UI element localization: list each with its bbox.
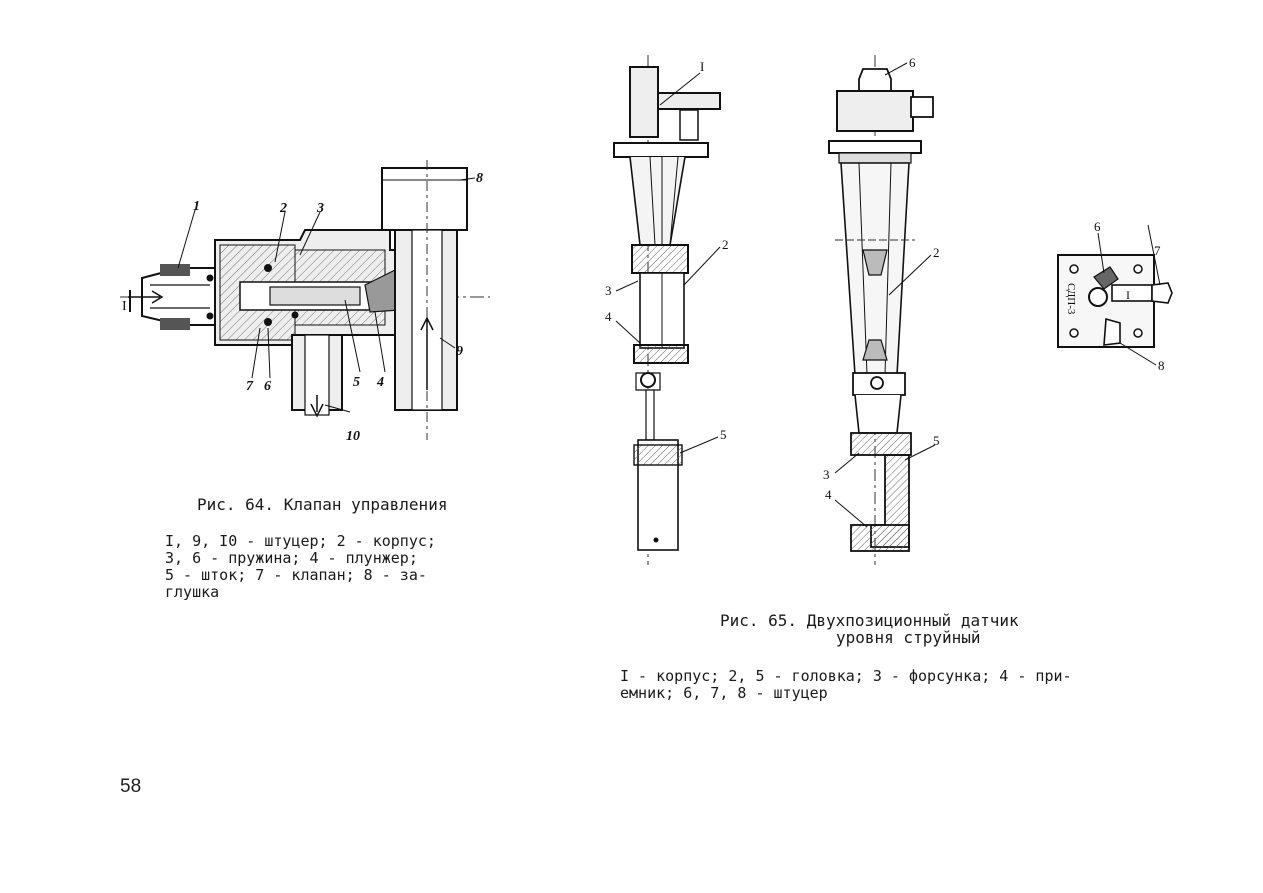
f65-left-callout-2: 2 xyxy=(722,237,729,252)
figure-65-right-view: 6 7 I 8 СДП-3 xyxy=(1050,215,1180,380)
figure-64-caption-line-4: глушка xyxy=(165,583,220,601)
callout-10: 10 xyxy=(346,429,360,444)
figure-65-caption-title-2: уровня струйный xyxy=(836,628,981,647)
figure-64-drawing: 1 2 3 8 9 10 4 5 7 6 I xyxy=(120,150,500,450)
f65-mid-callout-2: 2 xyxy=(933,245,940,260)
f65-right-callout-1: I xyxy=(1126,288,1130,302)
callout-inlet: I xyxy=(122,299,127,314)
figure-65-caption-line-2: емник; 6, 7, 8 - штуцер xyxy=(620,684,828,702)
callout-4: 4 xyxy=(376,375,384,390)
callout-8: 8 xyxy=(476,171,483,186)
callout-5: 5 xyxy=(353,375,360,390)
figure-64-caption-title: Рис. 64. Клапан управления xyxy=(197,495,448,514)
f65-right-callout-8: 8 xyxy=(1158,358,1165,373)
callout-7: 7 xyxy=(246,379,254,394)
figure-64-caption-line-2: 3, 6 - пружина; 4 - плунжер; xyxy=(165,549,418,567)
f65-mid-callout-6: 6 xyxy=(909,55,916,70)
callout-2: 2 xyxy=(279,201,287,216)
f65-left-callout-3: 3 xyxy=(605,283,612,298)
callout-6: 6 xyxy=(264,379,271,394)
f65-left-callout-4: 4 xyxy=(605,309,612,324)
page-number: 58 xyxy=(120,776,142,797)
figure-65-caption-line-1: I - корпус; 2, 5 - головка; 3 - форсунка… xyxy=(620,667,1072,685)
f65-mid-callout-4: 4 xyxy=(825,487,832,502)
figure-64-caption-line-3: 5 - шток; 7 - клапан; 8 - за- xyxy=(165,566,427,584)
figure-65-caption-title-1: Рис. 65. Двухпозиционный датчик xyxy=(720,611,1019,630)
f65-mid-callout-5: 5 xyxy=(933,433,940,448)
f65-right-callout-6: 6 xyxy=(1094,219,1101,234)
callout-1: 1 xyxy=(193,199,200,214)
f65-left-callout-1: I xyxy=(700,59,704,74)
f65-plate-label: СДП-3 xyxy=(1065,283,1077,315)
f65-right-callout-7: 7 xyxy=(1154,243,1161,258)
callout-9: 9 xyxy=(456,344,463,359)
callout-3: 3 xyxy=(316,201,324,216)
f65-left-callout-5: 5 xyxy=(720,427,727,442)
f65-mid-callout-3: 3 xyxy=(823,467,830,482)
figure-65-middle-view: 6 2 5 3 4 xyxy=(815,55,955,565)
figure-65-left-view: I 2 3 4 5 xyxy=(600,55,750,565)
figure-64-caption-line-1: I, 9, I0 - штуцер; 2 - корпус; xyxy=(165,532,436,550)
